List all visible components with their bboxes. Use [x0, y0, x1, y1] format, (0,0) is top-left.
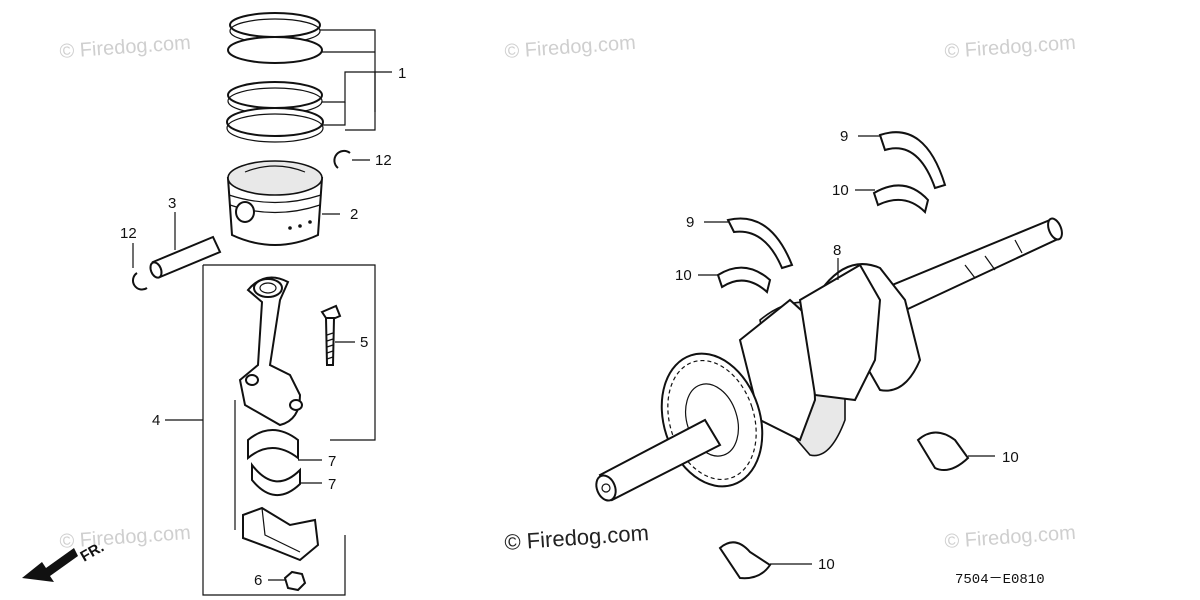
rod-nut [283, 570, 307, 592]
label-part-6: 6 [254, 572, 262, 589]
main-bearing-9-lower [726, 217, 794, 270]
label-part-12-right: 12 [375, 152, 392, 169]
main-bearing-10-middle [716, 266, 772, 294]
label-part-10-upper: 10 [832, 182, 849, 199]
label-part-3: 3 [168, 195, 176, 212]
front-arrow-icon [22, 548, 78, 582]
main-bearing-10-bottom [718, 541, 772, 580]
label-part-1: 1 [398, 65, 406, 82]
label-part-12-left: 12 [120, 225, 137, 242]
piston-rings [226, 12, 324, 143]
label-part-7-lower: 7 [328, 476, 336, 493]
watermark-bottom-left: © Firedog.com [59, 522, 192, 553]
rod-bolt [320, 304, 342, 366]
label-part-2: 2 [350, 206, 358, 223]
watermark-top-left: © Firedog.com [59, 32, 192, 63]
rod-bearing-upper [247, 429, 299, 461]
watermark-top-center: © Firedog.com [504, 32, 637, 63]
label-part-5: 5 [360, 334, 368, 351]
circlip-left [132, 272, 148, 291]
main-bearing-10-upper [872, 184, 930, 214]
rod-bearing-lower [251, 462, 301, 496]
diagram-code: 7504－E0810 [955, 572, 1045, 588]
rod-cap [242, 506, 320, 562]
label-part-8: 8 [833, 242, 841, 259]
label-part-4: 4 [152, 412, 160, 429]
piston [226, 160, 324, 246]
label-part-10-bottom: 10 [818, 556, 835, 573]
main-bearing-10-right [916, 431, 970, 471]
circlip-right [333, 149, 351, 169]
ring-leader-lines [320, 29, 392, 131]
rod-assembly-bracket [203, 264, 376, 441]
label-part-9-upper: 9 [840, 128, 848, 145]
connecting-rod [238, 276, 303, 427]
piston-pin [149, 235, 222, 279]
label-part-10-middle: 10 [675, 267, 692, 284]
label-part-10-right: 10 [1002, 449, 1019, 466]
crankshaft [595, 217, 1063, 502]
main-bearing-9-upper [878, 131, 947, 190]
label-part-7-upper: 7 [328, 453, 336, 470]
watermark-top-right: © Firedog.com [944, 32, 1077, 63]
watermark-center: © Firedog.com [504, 520, 650, 555]
watermark-bottom-right: © Firedog.com [944, 522, 1077, 553]
label-part-9-lower: 9 [686, 214, 694, 231]
